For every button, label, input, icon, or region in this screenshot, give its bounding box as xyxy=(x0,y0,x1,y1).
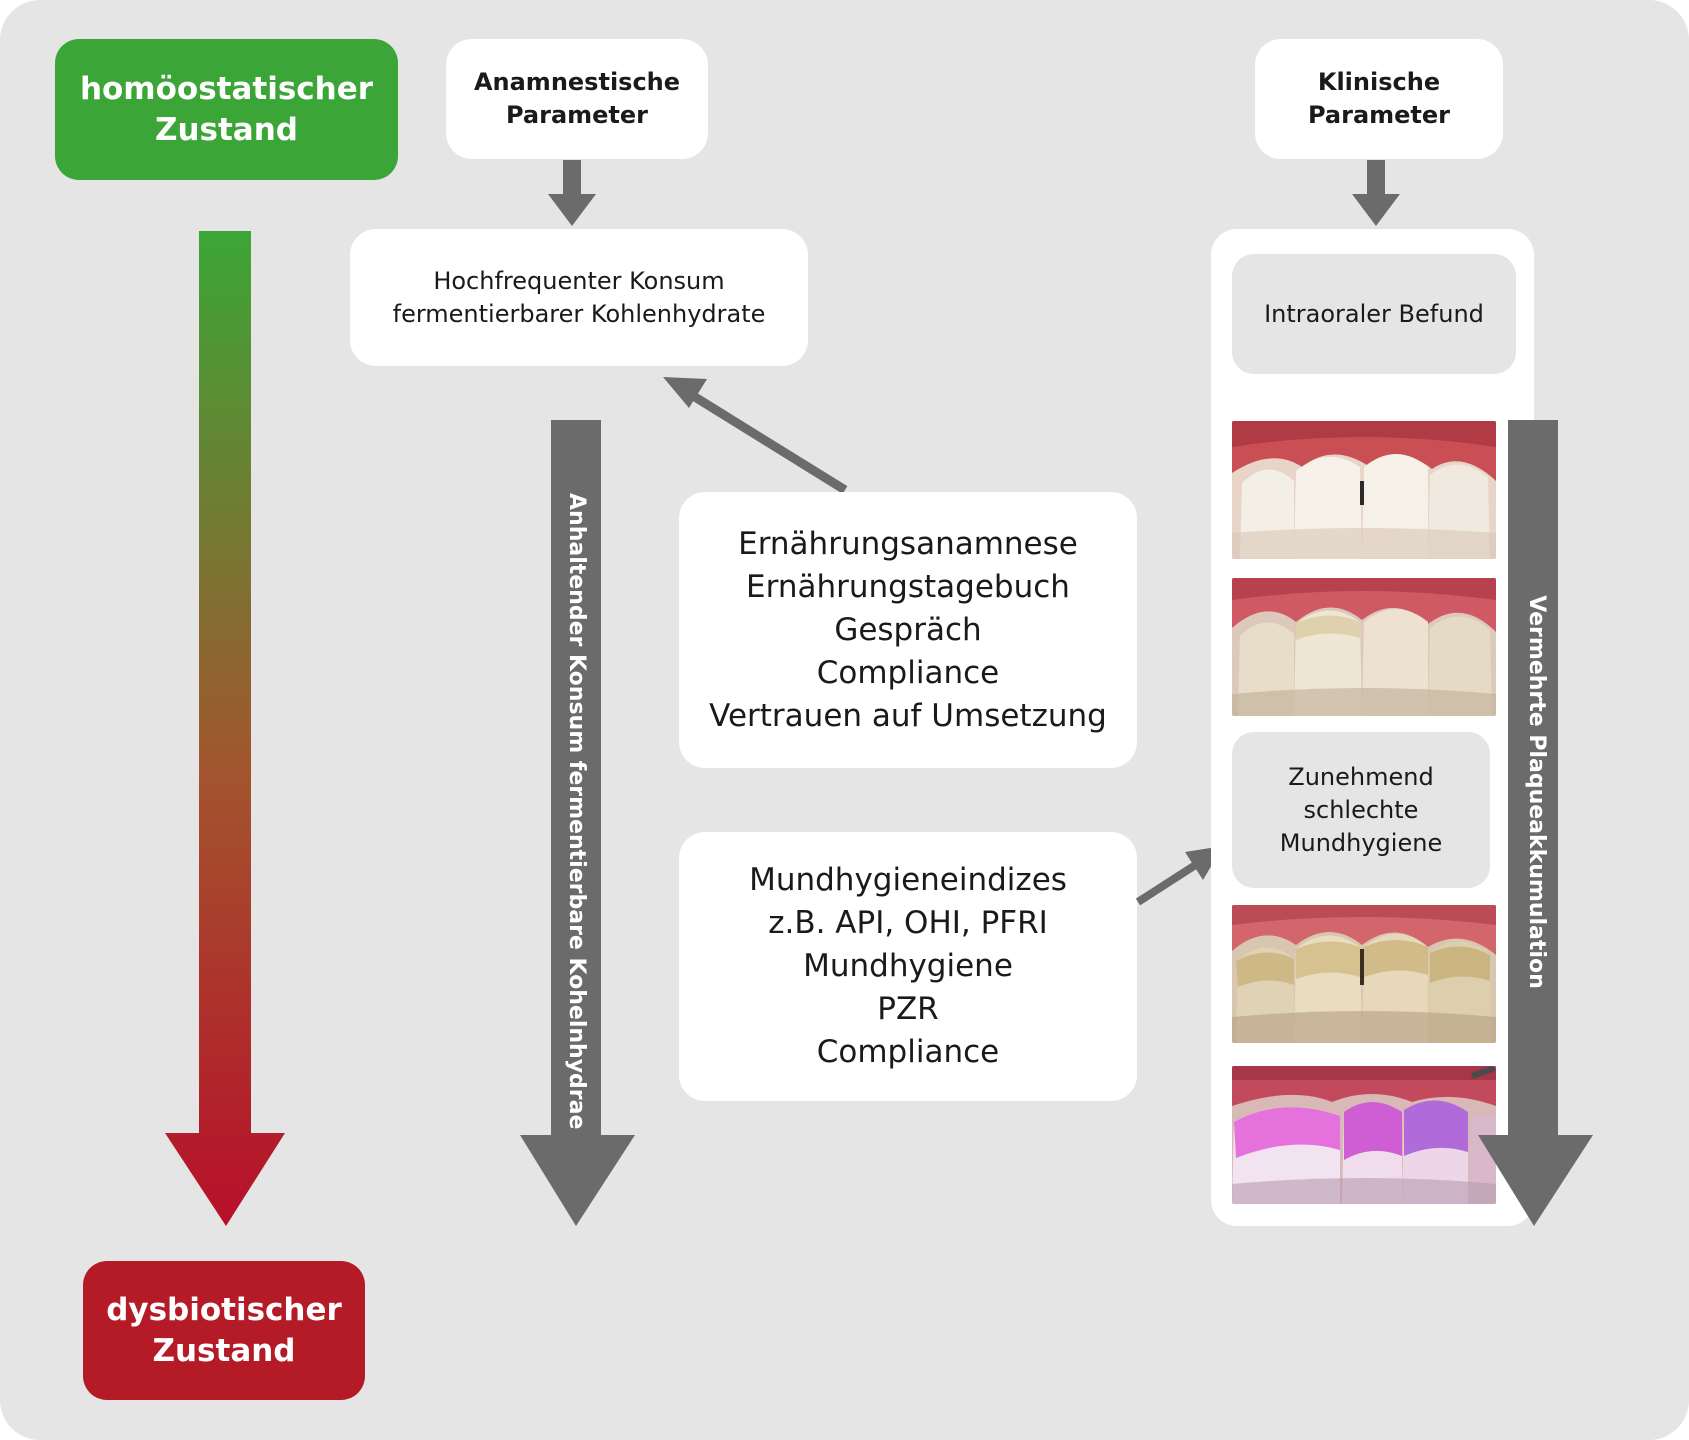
diet-method-item: Compliance xyxy=(816,654,1000,691)
diet-method-item: Gespräch xyxy=(834,611,982,648)
clinical-findings-panel xyxy=(1211,229,1534,1226)
hygiene-method-item: z.B. API, OHI, PFRI xyxy=(768,905,1048,941)
dysbiotic-state-line2: Zustand xyxy=(152,1332,296,1369)
anamnestic-down-arrow-icon xyxy=(548,160,596,226)
clinical-header-line2: Parameter xyxy=(1307,101,1451,129)
hygiene-method-item: Compliance xyxy=(816,1034,1000,1070)
oral-hygiene-assessment-box: Mundhygieneindizes z.B. API, OHI, PFRI M… xyxy=(679,832,1137,1101)
plaque-accumulation-arrow-icon xyxy=(1478,420,1593,1226)
anamnestic-header-line2: Parameter xyxy=(505,101,649,129)
homeostatic-state-line1: homöostatischer xyxy=(79,70,374,107)
worsening-hygiene-line3: Mundhygiene xyxy=(1279,828,1443,857)
hygiene-method-item: PZR xyxy=(877,991,939,1027)
gradient-progression-arrow-icon xyxy=(165,231,285,1226)
clinical-parameters-header: Klinische Parameter xyxy=(1255,39,1503,159)
plaque-accumulation-label: Vermehrte Plaqueakkumulation xyxy=(1524,595,1549,989)
clinical-down-arrow-icon xyxy=(1352,160,1400,226)
consumption-line1: Hochfrequenter Konsum xyxy=(433,266,725,295)
worsening-hygiene-box: Zunehmend schlechte Mundhygiene xyxy=(1232,732,1490,888)
teeth-photo-disclosed-plaque xyxy=(1232,1066,1496,1204)
dysbiotic-state-box: dysbiotischer Zustand xyxy=(83,1261,365,1400)
sustained-consumption-arrow-icon xyxy=(520,420,635,1226)
anamnestic-header-line1: Anamnestische xyxy=(473,68,681,96)
diet-method-item: Ernährungstagebuch xyxy=(746,568,1070,605)
clinical-header-line1: Klinische xyxy=(1317,68,1441,96)
teeth-photo-clean xyxy=(1232,421,1496,559)
high-frequency-consumption-box: Hochfrequenter Konsum fermentierbarer Ko… xyxy=(350,229,808,366)
dysbiotic-state-line1: dysbiotischer xyxy=(106,1291,342,1328)
hygiene-method-item: Mundhygiene xyxy=(803,948,1013,984)
diet-method-item: Vertrauen auf Umsetzung xyxy=(709,697,1107,734)
anamnestic-parameters-header: Anamnestische Parameter xyxy=(446,39,708,159)
teeth-photo-mild-plaque xyxy=(1232,578,1496,716)
worsening-hygiene-line2: schlechte xyxy=(1303,795,1419,824)
diet-assessment-box: Ernährungsanamnese Ernährungstagebuch Ge… xyxy=(679,492,1137,768)
sustained-consumption-label: Anhaltender Konsum fermentierbare Koheln… xyxy=(564,493,589,1130)
intraoral-finding-box: Intraoraler Befund xyxy=(1232,254,1516,374)
worsening-hygiene-line1: Zunehmend xyxy=(1288,762,1434,791)
teeth-photo-heavy-plaque xyxy=(1232,905,1496,1043)
hygiene-method-item: Mundhygieneindizes xyxy=(749,862,1067,898)
diet-method-item: Ernährungsanamnese xyxy=(738,525,1078,562)
diet-feedback-arrow-icon xyxy=(663,377,848,494)
homeostatic-state-box: homöostatischer Zustand xyxy=(55,39,398,180)
consumption-line2: fermentierbarer Kohlenhydrate xyxy=(392,299,766,328)
intraoral-finding-label: Intraoraler Befund xyxy=(1264,299,1484,328)
homeostatic-state-line2: Zustand xyxy=(154,111,298,148)
